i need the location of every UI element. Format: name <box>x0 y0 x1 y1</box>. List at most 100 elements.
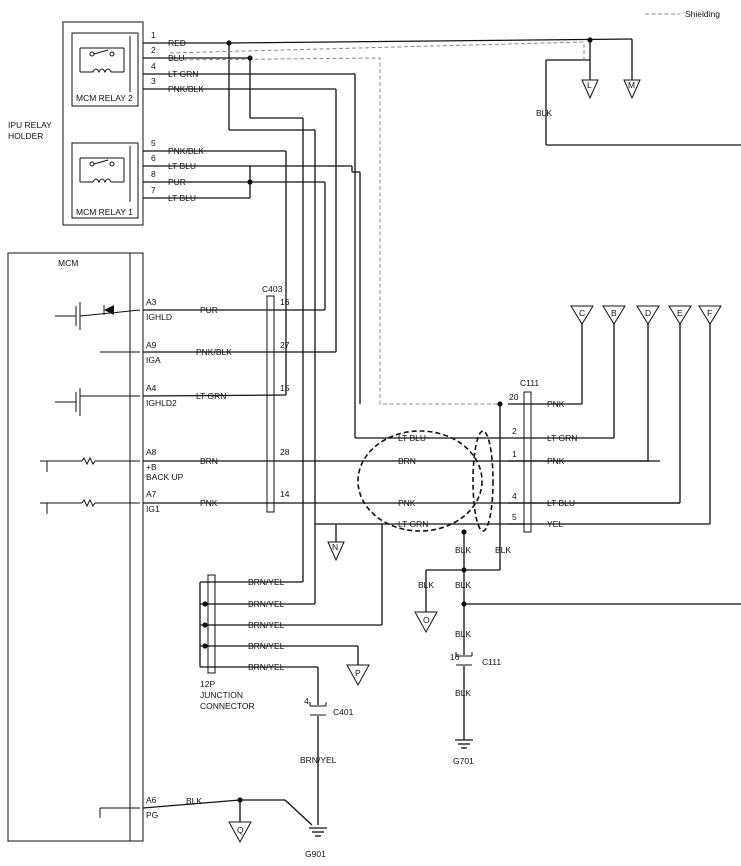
wire-pnk-label: PNK <box>200 498 218 508</box>
c111-pin-1: 1 <box>512 449 517 459</box>
junction-label-line2: JUNCTION <box>200 690 243 700</box>
junction-node-3 <box>202 643 208 649</box>
svg-text:C: C <box>579 308 585 318</box>
splice-blk-1 <box>461 529 467 535</box>
mcm-pin-a4: A4 <box>146 383 157 393</box>
c111-pin-4-color: LT BLU <box>547 498 575 508</box>
relay-wiring <box>166 38 741 604</box>
wire-blk-a6-label: BLK <box>186 796 202 806</box>
mcm-pin-a6-name: PG <box>146 810 158 820</box>
wire-brn-label: BRN <box>200 456 218 466</box>
mcm-pin-a9-name: IGA <box>146 355 161 365</box>
ground-g901-label: G901 <box>305 849 326 859</box>
blk-ground-wiring <box>425 404 741 740</box>
c111-pin-5-color: YEL <box>547 519 563 529</box>
c111-lower-label: C111 <box>482 657 501 667</box>
c111-lower-pin: 16 <box>450 652 460 662</box>
mcm-relay-2-box <box>71 32 139 107</box>
blk-label-2: BLK <box>495 545 511 555</box>
shielding <box>169 41 585 405</box>
off-page-m: M <box>623 79 641 100</box>
off-page-b: B <box>602 305 626 325</box>
c111-pin-2: 2 <box>512 426 517 436</box>
c403-pin-15: 15 <box>280 383 290 393</box>
mcm-relay-1-box <box>71 142 139 219</box>
splice-lt-blu <box>247 179 253 185</box>
twisted-lt-blu-label: LT BLU <box>398 433 426 443</box>
c111-connector <box>523 391 532 533</box>
c403-pin-16: 16 <box>280 297 290 307</box>
junction-label-line1: 12P <box>200 679 215 689</box>
c111-pin-20-color: PNK <box>547 399 565 409</box>
ground-g701-label: G701 <box>453 756 474 766</box>
svg-text:O: O <box>423 615 430 625</box>
c401-pin: 4 <box>304 696 309 706</box>
c111-pin-5: 5 <box>512 512 517 522</box>
svg-text:M: M <box>628 80 635 90</box>
off-page-c: C <box>570 305 594 325</box>
splice-blk-2 <box>461 567 467 573</box>
junction-wire-2: BRN/YEL <box>248 599 285 609</box>
relay-holder-outline <box>62 21 144 226</box>
wire-pnkblk-label: PNK/BLK <box>196 347 232 357</box>
svg-text:D: D <box>645 308 651 318</box>
mcm-title: MCM <box>58 258 78 268</box>
relay-holder-label-line1: IPU RELAY <box>8 120 52 130</box>
c401-label: C401 <box>333 707 354 717</box>
mcm-pin-a9: A9 <box>146 340 157 350</box>
svg-text:F: F <box>707 308 712 318</box>
off-page-e: E <box>668 305 692 325</box>
c111-lower-connector <box>455 652 473 666</box>
shielding-legend-label: Shielding <box>685 9 720 19</box>
ground-g701-symbol <box>455 739 473 749</box>
mcm-internal-circuits <box>40 302 141 818</box>
relay-pin-2-number: 2 <box>151 45 156 55</box>
blk-label-upper: BLK <box>536 108 552 118</box>
junction-wire-3: BRN/YEL <box>248 620 285 630</box>
c403-label: C403 <box>262 284 283 294</box>
c111-right-wiring <box>508 322 711 525</box>
off-page-q: Q <box>228 821 252 844</box>
mcm-pin-a7-name: IG1 <box>146 504 160 514</box>
junction-connector-box <box>207 574 216 674</box>
mcm-pin-a7: A7 <box>146 489 157 499</box>
twisted-lt-grn-label: LT GRN <box>398 519 428 529</box>
off-page-f: F <box>698 305 722 325</box>
relay-pin-8-number: 8 <box>151 169 156 179</box>
mcm-pin-a3-name: IGHLD <box>146 312 172 322</box>
relay-1-symbol <box>79 146 131 202</box>
off-page-o: O <box>414 611 438 634</box>
junction-wire-1: BRN/YEL <box>248 577 285 587</box>
splice-blk-3 <box>461 601 467 607</box>
brn-yel-output-label: BRN/YEL <box>300 755 337 765</box>
svg-text:B: B <box>611 308 617 318</box>
relay-pin-1-number: 1 <box>151 30 156 40</box>
relay-pin-6-number: 6 <box>151 153 156 163</box>
off-page-n: N <box>327 524 345 562</box>
c111-pin-2-color: LT GRN <box>547 433 577 443</box>
blk-label-4: BLK <box>455 580 471 590</box>
mcm-module-box <box>7 252 144 842</box>
twisted-brn-label: BRN <box>398 456 416 466</box>
junction-wire-5: BRN/YEL <box>248 662 285 672</box>
c111-label: C111 <box>520 378 539 388</box>
off-page-d: D <box>636 305 660 325</box>
junction-node-2 <box>202 622 208 628</box>
ground-g901-symbol <box>309 827 327 837</box>
splice-right-trunk <box>587 37 593 43</box>
off-page-p: P <box>346 664 370 687</box>
splice-red <box>226 40 232 46</box>
c111-pin-4: 4 <box>512 491 517 501</box>
mcm-pin-a8: A8 <box>146 447 157 457</box>
relay-holder-label-line2: HOLDER <box>8 131 43 141</box>
wire-pur-label: PUR <box>200 305 218 315</box>
splice-blu <box>247 55 253 61</box>
mcm-pin-a6: A6 <box>146 795 157 805</box>
c401-connector <box>309 702 327 716</box>
mcm-pin-a4-name: IGHLD2 <box>146 398 177 408</box>
c111-pin-1-color: PNK <box>547 456 565 466</box>
relay-2-symbol <box>79 36 131 92</box>
